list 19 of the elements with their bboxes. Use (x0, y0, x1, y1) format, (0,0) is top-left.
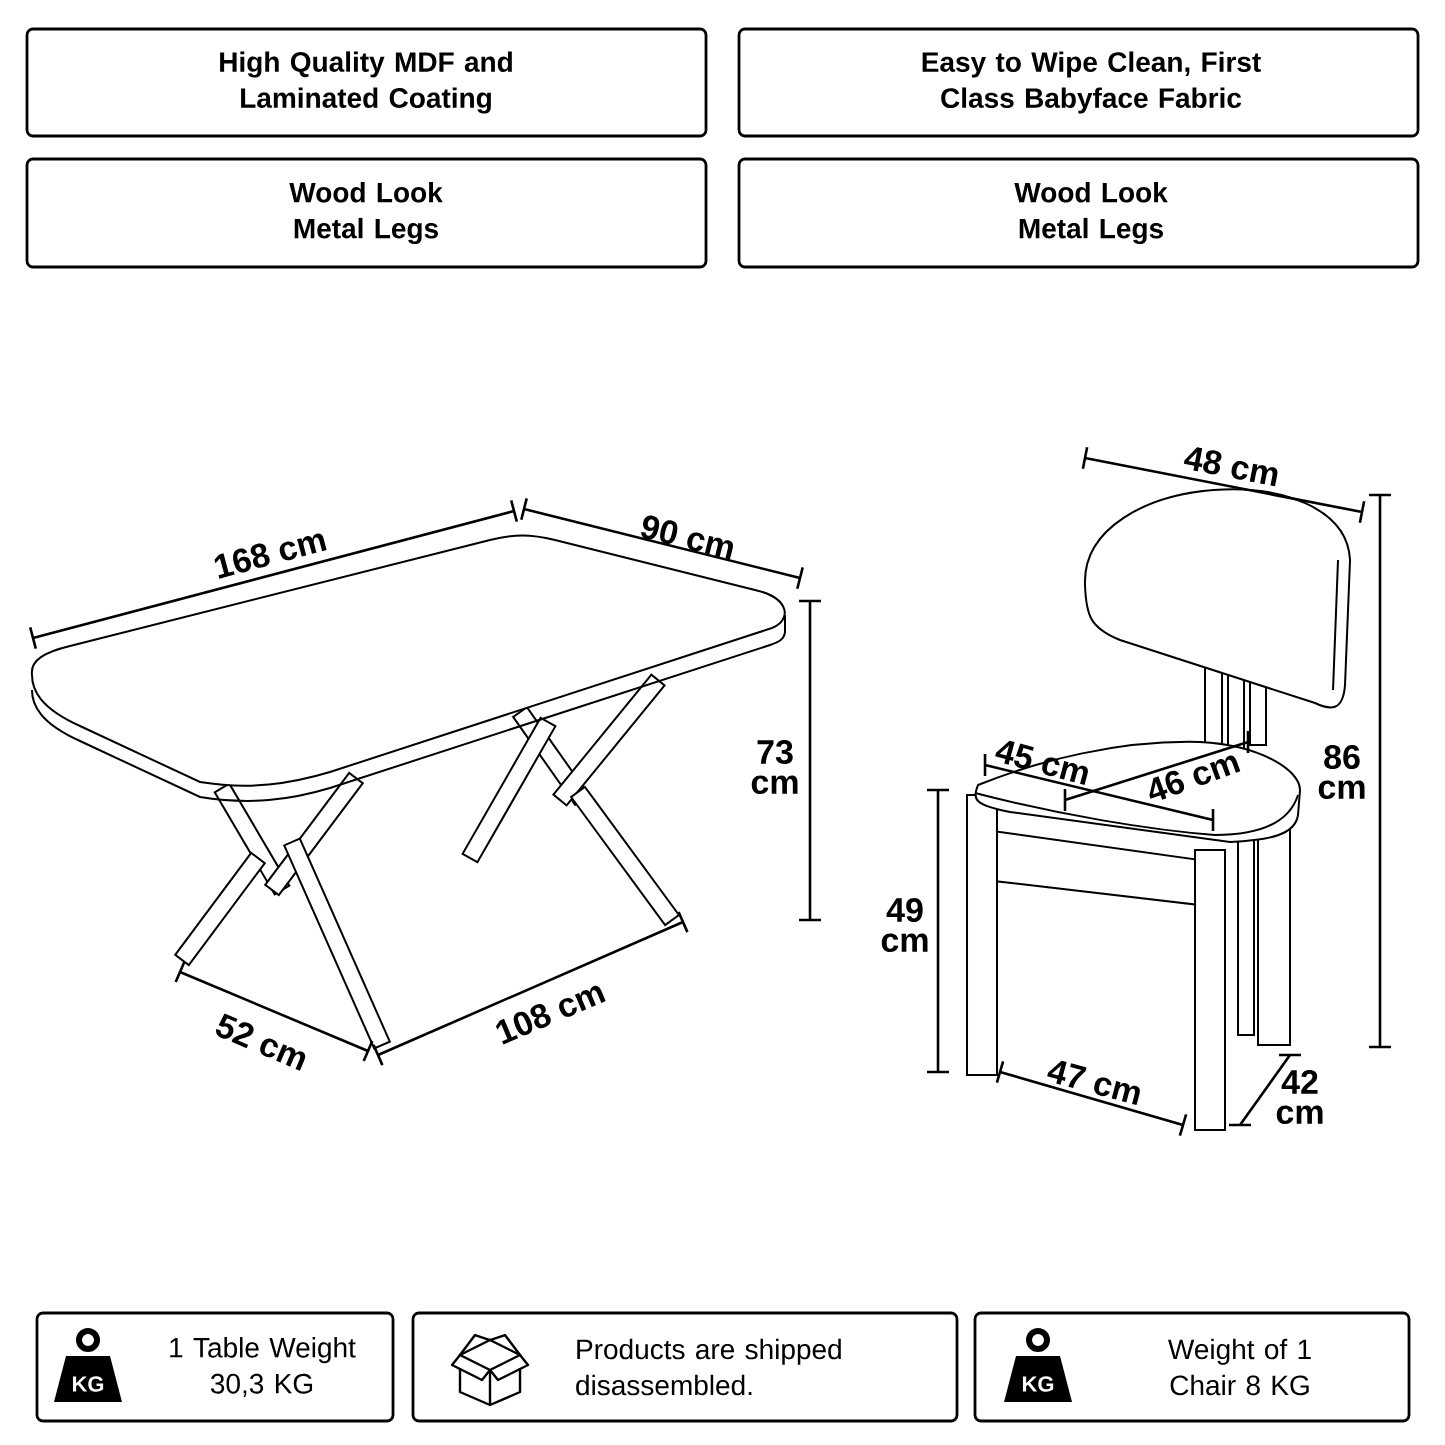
dimension-label: 42 cm (1276, 1069, 1323, 1125)
dimension-label: 90 cm (641, 515, 733, 560)
feature-box: Wood Look Metal Legs (25, 157, 708, 269)
dimension-label: 52 cm (216, 1013, 306, 1071)
dimension-label: 46 cm (1149, 755, 1241, 800)
dimension-label: 86 cm (1318, 744, 1365, 800)
dimension-label: 49 cm (881, 897, 928, 953)
icon-label: KG (1023, 1376, 1054, 1392)
dimension-label: 73 cm (751, 739, 798, 795)
dimension-label: 48 cm (1183, 447, 1278, 487)
dimension-label: 168 cm (214, 533, 327, 579)
dimension-label: 108 cm (496, 985, 606, 1045)
dimension-label: 45 cm (995, 740, 1088, 786)
icon-label: KG (73, 1376, 104, 1392)
feature-box: Easy to Wipe Clean, First Class Babyface Fabric (737, 27, 1420, 138)
feature-box: Wood Look Metal Legs (737, 157, 1420, 269)
dimension-label: 47 cm (1047, 1060, 1140, 1106)
info-box: Products are shipped disassembled. (411, 1311, 959, 1423)
feature-box: High Quality MDF and Laminated Coating (25, 27, 708, 138)
